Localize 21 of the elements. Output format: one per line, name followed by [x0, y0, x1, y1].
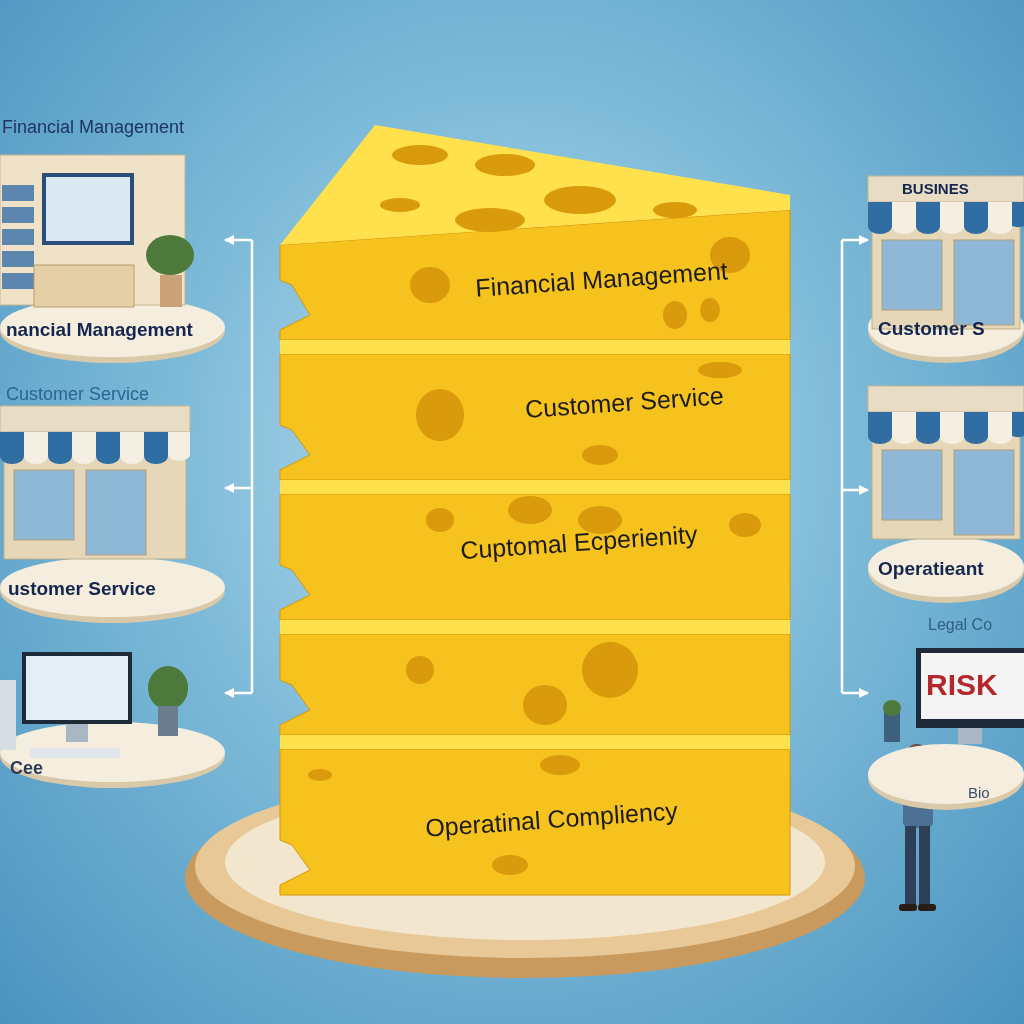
slice-label: Customer Service [524, 381, 725, 424]
slice-label: Financial Management [474, 256, 729, 303]
slice-label: Operatinal Compliency [424, 796, 679, 843]
platform-label: Operatieant [878, 558, 984, 580]
heading-label: Customer Service [6, 384, 150, 405]
connector-arrow [842, 485, 869, 495]
connector-arrow [842, 688, 869, 698]
platform-label: Customer S [878, 318, 985, 340]
heading-label: Legal Co [928, 616, 993, 635]
platform-label: nancial Management [6, 319, 193, 341]
connector-arrow [842, 235, 869, 245]
connector-arrow [224, 235, 252, 245]
platform-label: ustomer Service [8, 578, 156, 600]
connector-arrow [224, 688, 252, 698]
connector-arrow [224, 483, 252, 493]
screen-text: RISK [926, 668, 998, 703]
platform-label: Bio [968, 784, 990, 802]
slice-label: Cuptomal Ecperienity [459, 519, 699, 565]
sign-text: BUSINES [902, 180, 969, 198]
platform-label: Cee [10, 758, 44, 779]
heading-label: Financial Management [2, 117, 185, 138]
